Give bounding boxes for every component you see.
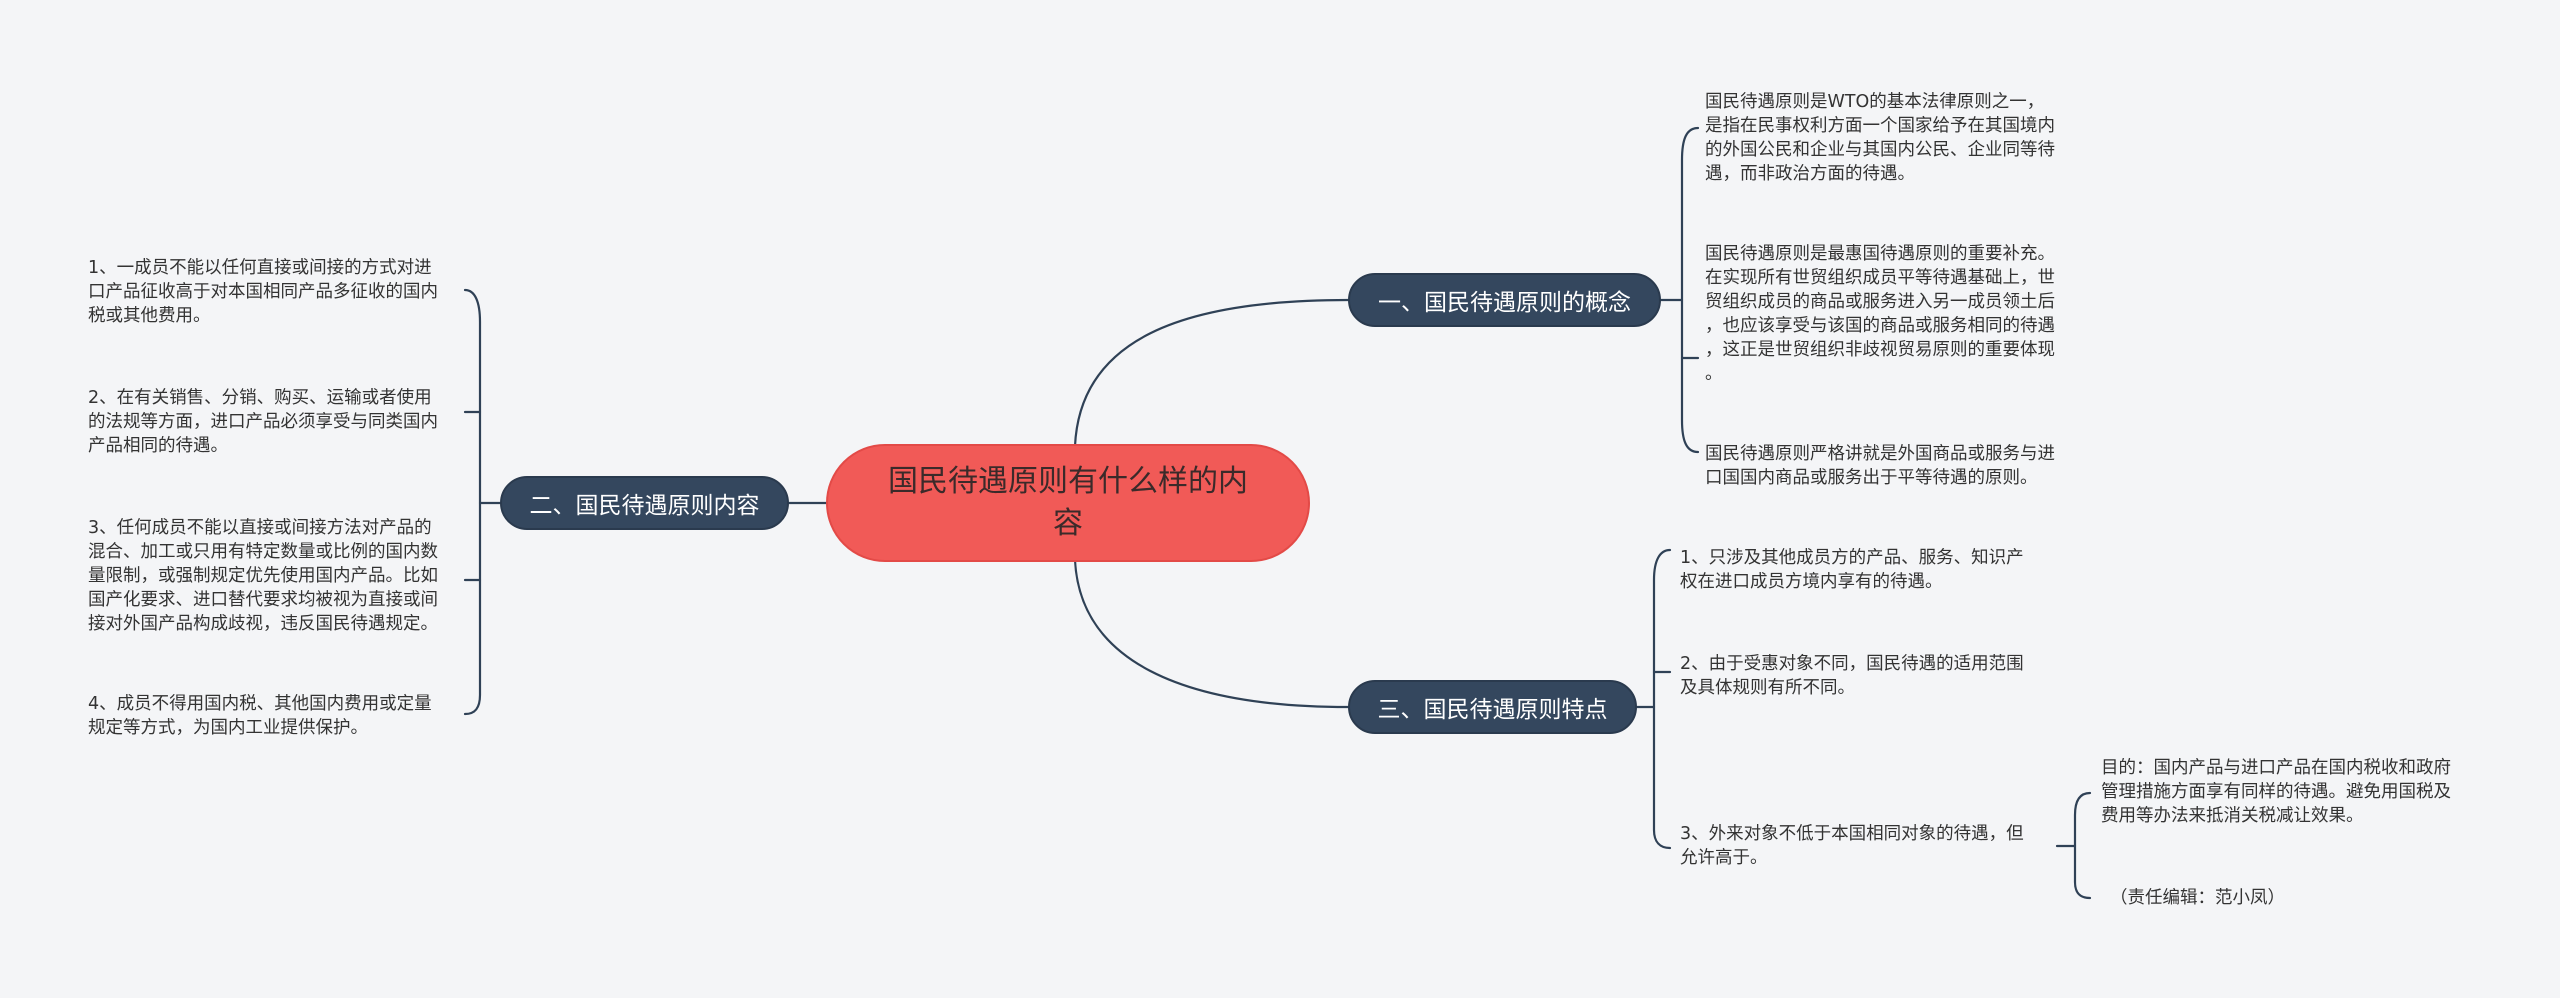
root-topic-label: 国民待遇原则有什么样的内容	[888, 464, 1248, 541]
editor-credit: （责任编辑：范小凤）	[2110, 888, 2285, 908]
branch-concept-label: 一、国民待遇原则的概念	[1378, 290, 1631, 316]
branch-features[interactable]: 三、国民待遇原则特点	[1348, 680, 1637, 734]
features-item-3: 3、外来对象不低于本国相同对象的待遇，但 允许高于。	[1680, 824, 2024, 868]
features-item-2: 2、由于受惠对象不同，国民待遇的适用范围 及具体规则有所不同。	[1680, 654, 2024, 698]
concept-item-1: 国民待遇原则是WTO的基本法律原则之一， 是指在民事权利方面一个国家给予在其国境…	[1705, 92, 2055, 184]
features-subitem-purpose: 目的：国内产品与进口产品在国内税收和政府 管理措施方面享有同样的待遇。避免用国税…	[2101, 758, 2451, 826]
content-item-4: 4、成员不得用国内税、其他国内费用或定量 规定等方式，为国内工业提供保护。	[88, 694, 432, 738]
branch-concept[interactable]: 一、国民待遇原则的概念	[1348, 273, 1661, 327]
branch-content[interactable]: 二、国民待遇原则内容	[500, 476, 789, 530]
concept-item-2: 国民待遇原则是最惠国待遇原则的重要补充。 在实现所有世贸组织成员平等待遇基础上，…	[1705, 244, 2055, 384]
content-item-3: 3、任何成员不能以直接或间接方法对产品的 混合、加工或只用有特定数量或比例的国内…	[88, 518, 438, 634]
features-item-1: 1、只涉及其他成员方的产品、服务、知识产 权在进口成员方境内享有的待遇。	[1680, 548, 2024, 592]
root-topic[interactable]: 国民待遇原则有什么样的内容	[826, 444, 1310, 562]
concept-item-3: 国民待遇原则严格讲就是外国商品或服务与进 口国国内商品或服务出于平等待遇的原则。	[1705, 444, 2055, 488]
branch-features-label: 三、国民待遇原则特点	[1377, 697, 1608, 723]
content-item-2: 2、在有关销售、分销、购买、运输或者使用 的法规等方面，进口产品必须享受与同类国…	[88, 388, 438, 456]
branch-content-label: 二、国民待遇原则内容	[529, 493, 760, 519]
content-item-1: 1、一成员不能以任何直接或间接的方式对进 口产品征收高于对本国相同产品多征收的国…	[88, 258, 438, 326]
